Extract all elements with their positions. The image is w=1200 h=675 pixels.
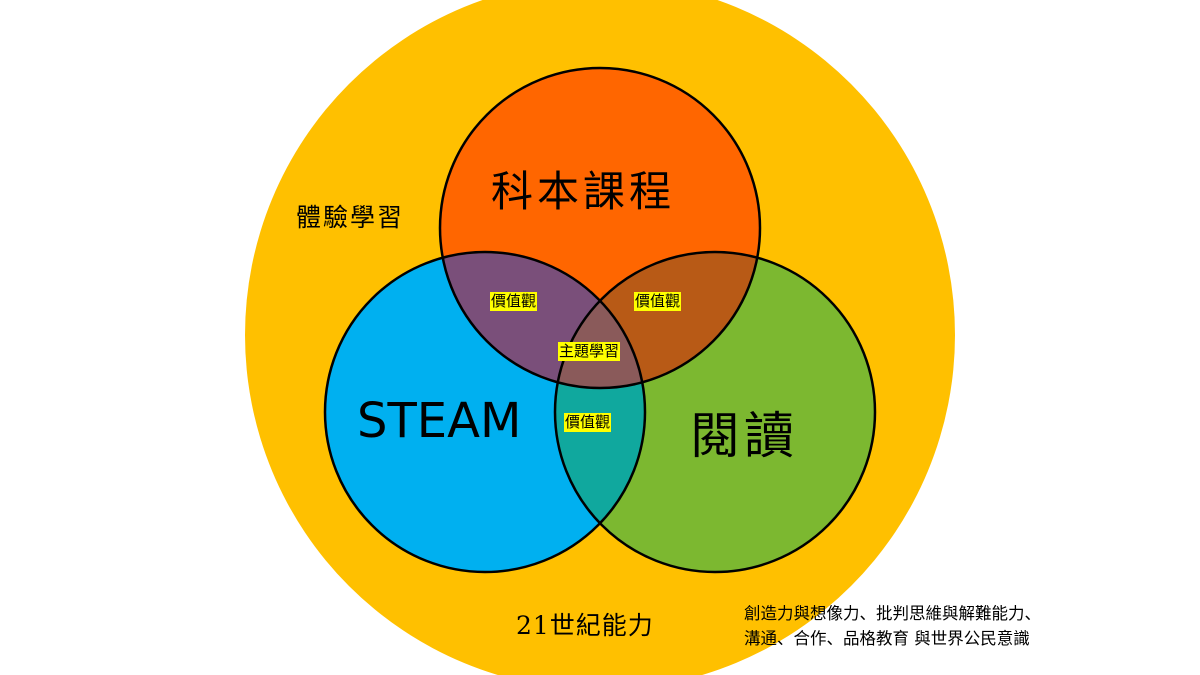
overlap-top-right-tag: 價值觀 [634,292,682,311]
right-circle-outline [553,250,877,574]
overlap-left-right-tag: 價值觀 [564,413,612,432]
outer-label-bottom: 21世紀能力 [516,611,654,640]
top-circle-label: 科本課程 [491,167,676,216]
skills-note-line-1: 創造力與想像力、批判思維與解難能力、 [744,604,1041,623]
overlap-center-tag: 主題學習 [558,342,621,361]
outer-label-top: 體驗學習 [296,203,405,232]
left-circle-outline [323,250,647,574]
overlap-top-right [555,252,760,388]
skills-note-line-2: 溝通、合作、品格教育 與世界公民意識 [744,629,1030,648]
top-circle-outline [438,66,762,390]
overlap-top-left [440,252,645,388]
right-circle-label: 閱讀 [690,407,798,465]
left-circle-label: STEAM [357,393,522,449]
overlap-top-left-tag: 價值觀 [490,292,538,311]
skills-note: 創造力與想像力、批判思維與解難能力、 溝通、合作、品格教育 與世界公民意識 [744,601,1041,651]
